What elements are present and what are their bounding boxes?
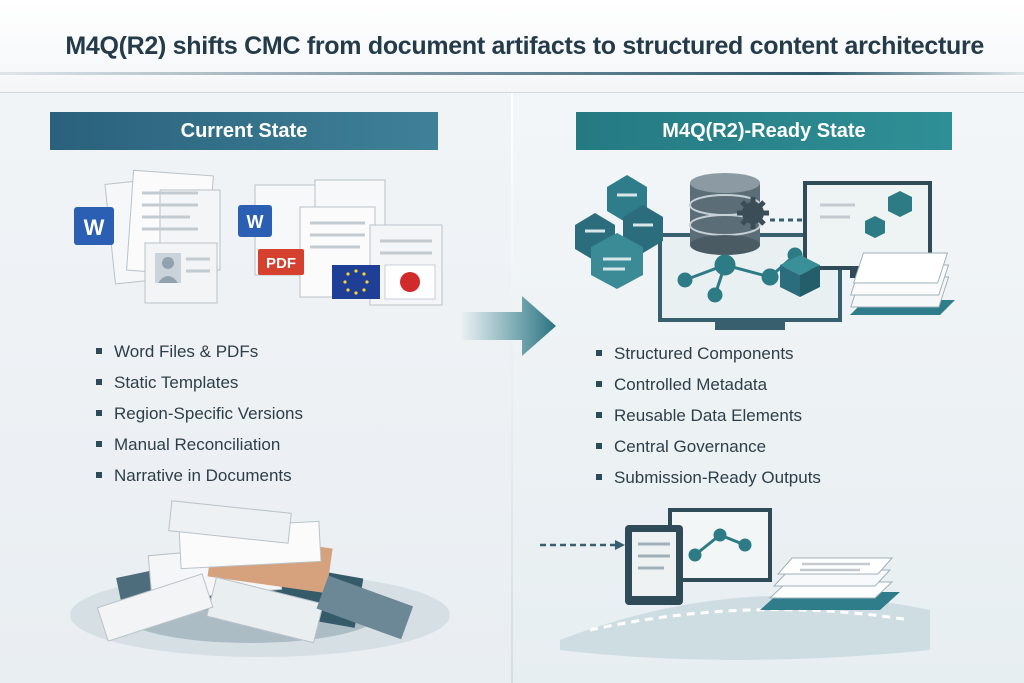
pdf-icon: PDF — [258, 249, 304, 275]
network-graph — [677, 247, 803, 303]
list-item: Word Files & PDFs — [96, 336, 303, 367]
paper-pile-illustration — [70, 500, 450, 657]
list-item: Region-Specific Versions — [96, 398, 303, 429]
list-item: Manual Reconciliation — [96, 429, 303, 460]
list-item: Structured Components — [596, 338, 821, 369]
list-item: Narrative in Documents — [96, 460, 303, 491]
document-stack-icon — [850, 252, 955, 315]
list-item: Submission-Ready Outputs — [596, 462, 821, 493]
ready-state-panel — [512, 93, 1024, 683]
cube-icon — [780, 255, 820, 297]
hexagon-icon — [575, 175, 663, 289]
word-icon: W — [238, 205, 272, 237]
document-collage-illustration: W W PDF — [74, 169, 443, 306]
eu-flag-icon — [332, 265, 380, 299]
current-state-heading: Current State — [50, 112, 438, 150]
monitor-icon — [668, 508, 772, 582]
ready-state-heading: M4Q(R2)-Ready State — [576, 112, 952, 150]
word-badge-2: W — [247, 212, 264, 232]
output-illustration — [540, 508, 930, 660]
word-badge-1: W — [84, 215, 105, 240]
ready-state-list: Structured Components Controlled Metadat… — [596, 338, 821, 493]
person-card-icon — [144, 242, 218, 304]
header-bar: M4Q(R2) shifts CMC from document artifac… — [0, 0, 1024, 93]
structured-architecture-illustration — [575, 173, 955, 330]
tablet-icon — [625, 525, 683, 605]
pdf-badge: PDF — [266, 255, 296, 272]
panel-divider — [511, 93, 513, 683]
word-icon: W — [74, 207, 114, 245]
arrow-right-icon — [460, 296, 556, 356]
list-item: Central Governance — [596, 431, 821, 462]
document-stack-icon — [760, 557, 900, 610]
gear-icon — [737, 197, 769, 229]
list-item: Controlled Metadata — [596, 369, 821, 400]
database-icon — [689, 173, 761, 255]
page-title: M4Q(R2) shifts CMC from document artifac… — [65, 32, 984, 60]
list-item: Static Templates — [96, 367, 303, 398]
current-state-list: Word Files & PDFs Static Templates Regio… — [96, 336, 303, 491]
list-item: Reusable Data Elements — [596, 400, 821, 431]
japan-flag-icon — [384, 264, 436, 300]
header-rule — [0, 72, 1024, 75]
